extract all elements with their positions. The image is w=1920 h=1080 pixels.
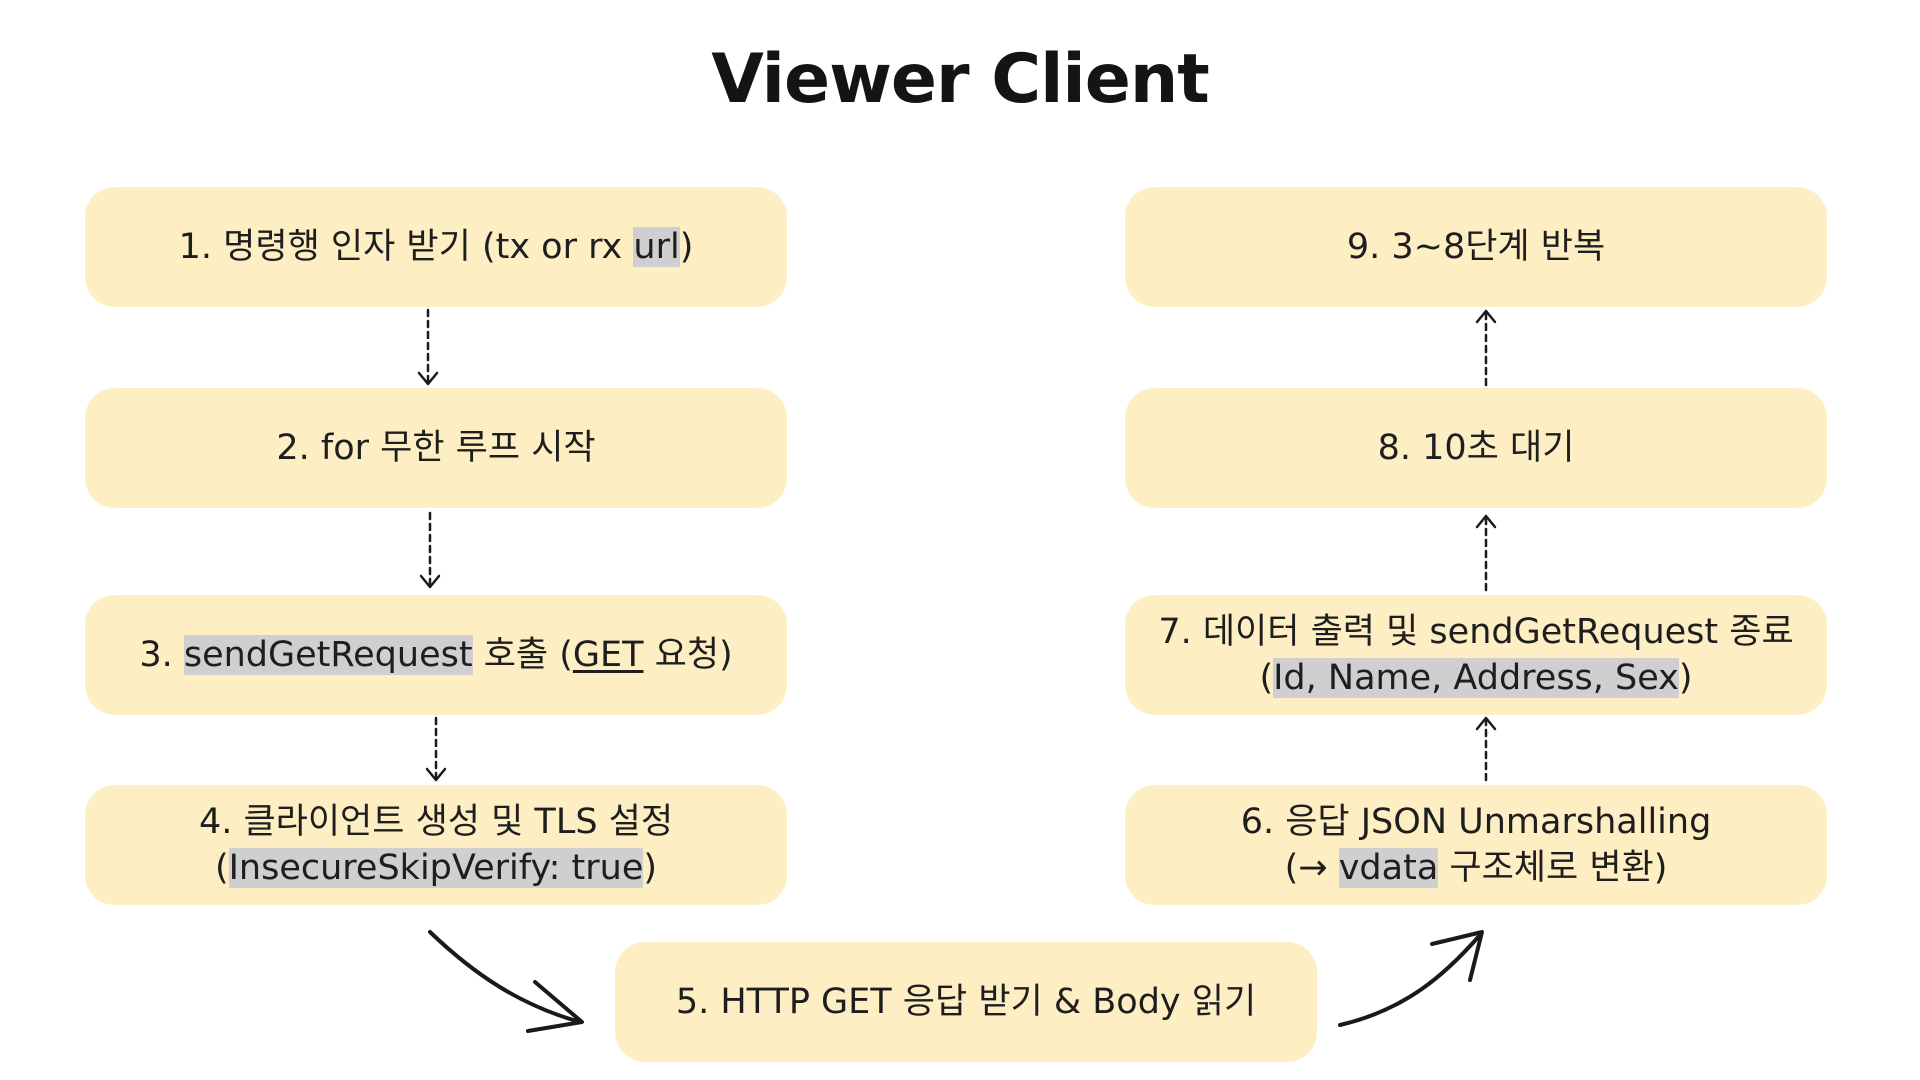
arrow-3-to-4 xyxy=(425,716,447,782)
step-7-line2: (Id, Name, Address, Sex) xyxy=(1259,655,1693,701)
step-6-code: vdata xyxy=(1338,848,1439,888)
arrow-2-to-3 xyxy=(419,511,441,589)
step-1-node: 1. 명령행 인자 받기 (tx or rx url) xyxy=(85,187,787,307)
step-6-line2: (→ vdata 구조체로 변환) xyxy=(1284,845,1668,891)
step-3-suffix: 요청) xyxy=(643,635,733,675)
step-5-label: 5. HTTP GET 응답 받기 & Body 읽기 xyxy=(675,982,1257,1022)
step-3-mid: 호출 ( xyxy=(472,635,573,675)
step-8-label: 8. 10초 대기 xyxy=(1377,428,1575,468)
arrow-6-to-7 xyxy=(1475,716,1497,782)
step-1-prefix: 1. 명령행 인자 받기 (tx or rx xyxy=(178,227,634,267)
step-7-close: ) xyxy=(1678,658,1693,698)
arrow-7-to-8 xyxy=(1475,514,1497,592)
step-3-prefix: 3. xyxy=(139,635,184,675)
step-3-label: 3. sendGetRequest 호출 (GET 요청) xyxy=(139,632,733,678)
step-4-open: ( xyxy=(214,848,229,888)
arrow-4-to-5 xyxy=(428,930,584,1033)
step-6-open: (→ xyxy=(1284,848,1339,888)
diagram-title: Viewer Client xyxy=(711,40,1210,119)
step-3-method: GET xyxy=(572,635,644,675)
step-5-node: 5. HTTP GET 응답 받기 & Body 읽기 xyxy=(615,942,1317,1062)
step-6-close: 구조체로 변환) xyxy=(1438,848,1668,888)
step-4-close: ) xyxy=(643,848,658,888)
step-7-node: 7. 데이터 출력 및 sendGetRequest 종료 (Id, Name,… xyxy=(1125,595,1827,715)
arrow-1-to-2 xyxy=(417,308,439,386)
step-7-open: ( xyxy=(1259,658,1274,698)
step-6-node: 6. 응답 JSON Unmarshalling (→ vdata 구조체로 변… xyxy=(1125,785,1827,905)
step-6-line1: 6. 응답 JSON Unmarshalling xyxy=(1240,802,1712,842)
step-2-node: 2. for 무한 루프 시작 xyxy=(85,388,787,508)
step-1-suffix: ) xyxy=(679,227,694,267)
step-4-node: 4. 클라이언트 생성 및 TLS 설정 (InsecureSkipVerify… xyxy=(85,785,787,905)
step-8-node: 8. 10초 대기 xyxy=(1125,388,1827,508)
step-4-code: InsecureSkipVerify: true xyxy=(228,848,644,888)
step-9-node: 9. 3~8단계 반복 xyxy=(1125,187,1827,307)
step-7-line1: 7. 데이터 출력 및 sendGetRequest 종료 xyxy=(1158,612,1794,652)
step-4-line1: 4. 클라이언트 생성 및 TLS 설정 xyxy=(198,802,674,842)
step-3-node: 3. sendGetRequest 호출 (GET 요청) xyxy=(85,595,787,715)
arrow-5-to-6 xyxy=(1338,930,1484,1027)
step-3-code: sendGetRequest xyxy=(183,635,473,675)
step-9-label: 9. 3~8단계 반복 xyxy=(1346,227,1606,267)
step-1-code: url xyxy=(633,227,680,267)
step-2-label: 2. for 무한 루프 시작 xyxy=(276,428,596,468)
step-1-label: 1. 명령행 인자 받기 (tx or rx url) xyxy=(178,224,694,270)
step-4-line2: (InsecureSkipVerify: true) xyxy=(215,845,657,891)
step-7-code: Id, Name, Address, Sex xyxy=(1273,658,1679,698)
arrow-8-to-9 xyxy=(1475,309,1497,387)
